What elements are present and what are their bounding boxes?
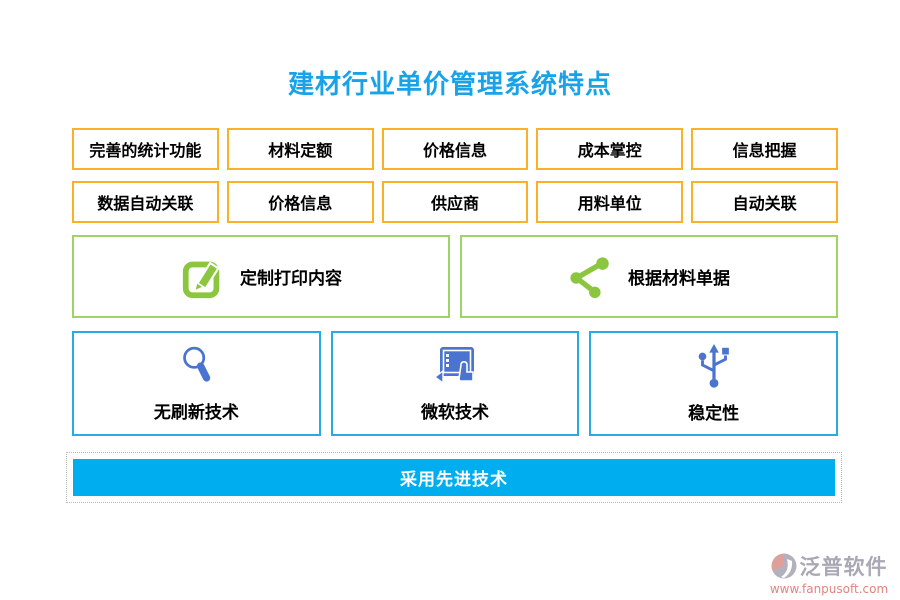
card-microsoft-tech: 微软技术 — [330, 331, 580, 436]
card-label: 根据材料单据 — [628, 269, 730, 289]
feature-tag: 供应商 — [381, 181, 529, 223]
watermark-url: www.fanpusoft.com — [769, 582, 889, 596]
feature-tag: 数据自动关联 — [72, 181, 219, 223]
card-material-doc: 根据材料单据 — [460, 235, 838, 318]
share-nodes-icon — [568, 254, 614, 300]
fanpu-logo-icon — [771, 553, 797, 579]
card-stability: 稳定性 — [589, 331, 839, 436]
page-title: 建材行业单价管理系统特点 — [287, 70, 612, 100]
feature-tag-row-1: 完善的统计功能 材料定额 价格信息 成本掌控 信息把握 — [72, 128, 838, 170]
card-no-refresh: 无刷新技术 — [72, 331, 321, 436]
feature-tag: 自动关联 — [691, 181, 838, 223]
feature-tag: 价格信息 — [381, 128, 529, 170]
blue-card-row: 无刷新技术 微软技术 — [72, 331, 839, 436]
bottom-bar-frame: 采用先进技术 — [66, 452, 842, 503]
tablet-touch-icon — [431, 344, 479, 388]
card-label: 微软技术 — [421, 403, 489, 423]
watermark-brand: 泛普软件 — [799, 555, 888, 579]
feature-tag: 用料单位 — [536, 181, 684, 223]
card-label: 无刷新技术 — [153, 403, 239, 423]
advanced-tech-banner: 采用先进技术 — [73, 459, 835, 496]
edit-pencil-icon — [180, 254, 226, 300]
feature-tag: 价格信息 — [226, 181, 374, 223]
feature-tag: 完善的统计功能 — [72, 128, 219, 170]
card-custom-print: 定制打印内容 — [72, 235, 450, 318]
usb-icon — [694, 343, 734, 389]
feature-tag: 信息把握 — [691, 128, 838, 170]
feature-tag: 成本掌控 — [536, 128, 684, 170]
feature-tag: 材料定额 — [226, 128, 374, 170]
green-card-row: 定制打印内容 根据材料单据 — [72, 235, 838, 318]
card-label: 定制打印内容 — [240, 269, 342, 289]
watermark: 泛普软件 www.fanpusoft.com — [766, 551, 892, 596]
magnifier-icon — [174, 344, 218, 388]
watermark-top: 泛普软件 — [771, 551, 888, 581]
card-label: 稳定性 — [688, 404, 740, 424]
feature-tag-row-2: 数据自动关联 价格信息 供应商 用料单位 自动关联 — [72, 181, 838, 223]
